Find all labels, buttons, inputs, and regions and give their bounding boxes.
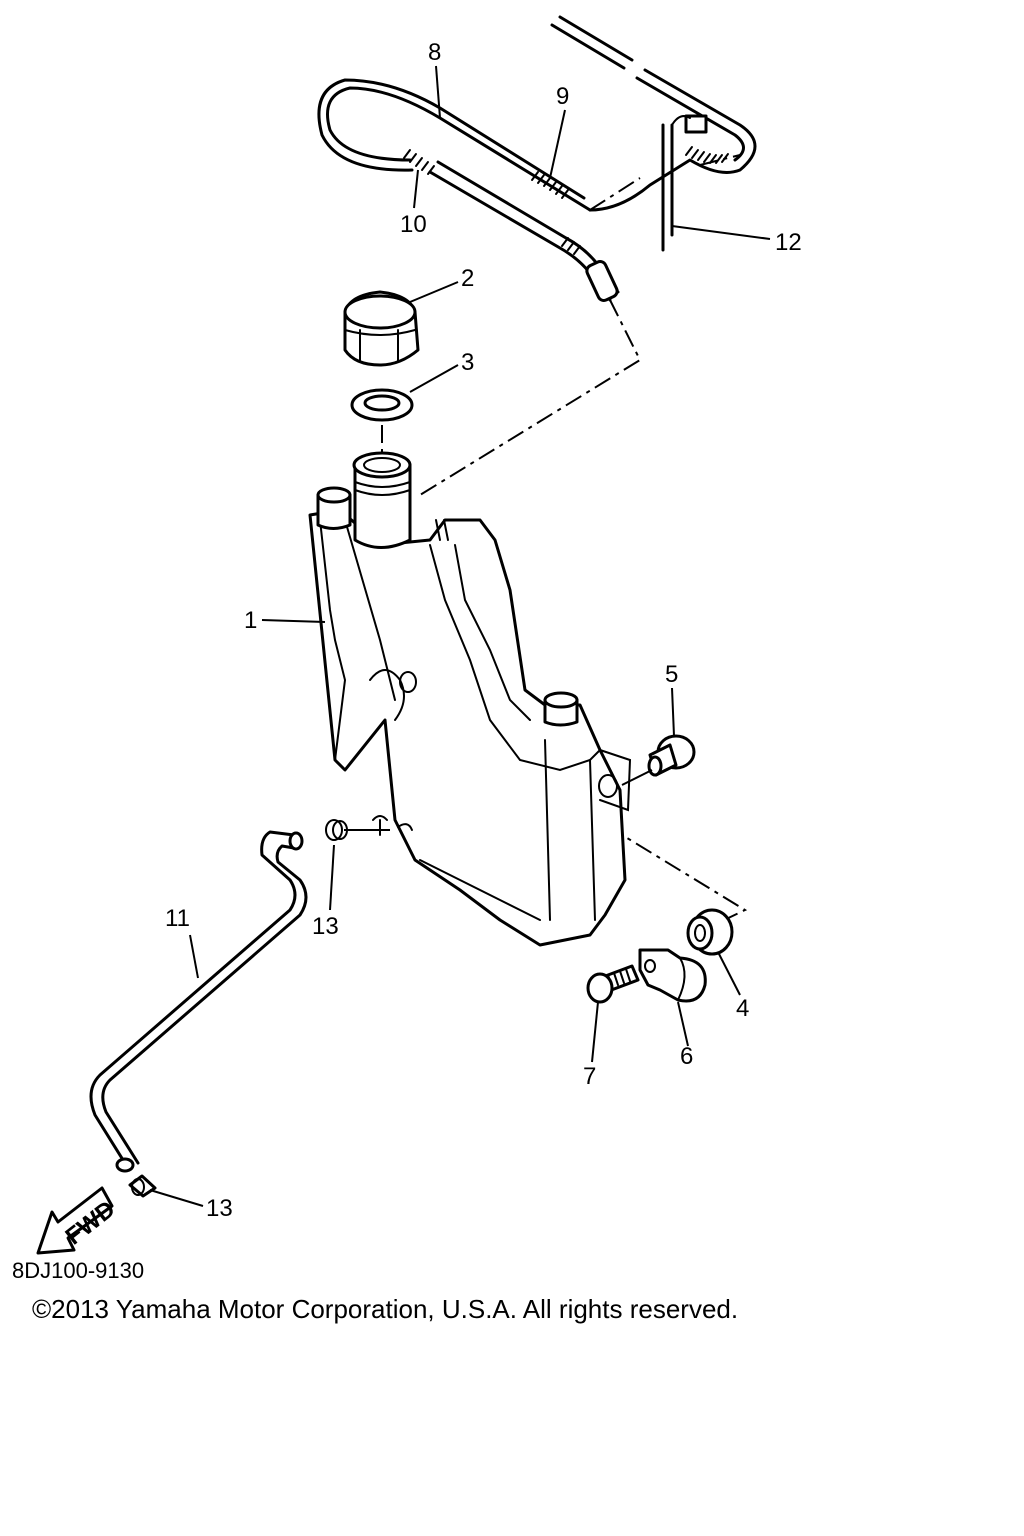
leader-lines <box>149 65 771 1207</box>
grommet-4[interactable] <box>686 908 734 956</box>
forward-arrow-icon: FWD <box>36 1186 120 1255</box>
spring-clamp-9[interactable] <box>531 171 569 199</box>
callout-13-lower: 13 <box>206 1195 233 1222</box>
callout-2: 2 <box>461 265 474 292</box>
callout-5: 5 <box>665 661 678 688</box>
callout-9: 9 <box>556 83 569 110</box>
copyright-notice: ©2013 Yamaha Motor Corporation, U.S.A. A… <box>32 1294 739 1324</box>
gasket-3[interactable] <box>350 388 414 422</box>
tank-cap-2[interactable] <box>343 290 420 367</box>
callout-11: 11 <box>165 905 190 932</box>
callout-13-upper: 13 <box>312 913 339 940</box>
callout-8: 8 <box>428 39 441 66</box>
breather-hose-8[interactable] <box>317 15 757 212</box>
callout-6: 6 <box>680 1043 693 1070</box>
callout-labels: 1 2 3 4 5 6 7 8 9 10 11 12 13 13 <box>165 39 802 1222</box>
callout-7: 7 <box>583 1063 596 1090</box>
bolt-7[interactable] <box>586 964 640 1004</box>
bracket-6[interactable] <box>638 948 707 1003</box>
callout-10: 10 <box>400 211 427 238</box>
callout-1: 1 <box>244 607 257 634</box>
overflow-hose-11[interactable] <box>89 830 308 1173</box>
hose-clamp-13-lower[interactable] <box>128 1174 157 1198</box>
callout-12: 12 <box>775 229 802 256</box>
hose-clamp-13-upper[interactable] <box>325 819 348 841</box>
callout-3: 3 <box>461 349 474 376</box>
bolt-5[interactable] <box>621 734 696 786</box>
reservoir-tank-1[interactable] <box>308 451 632 947</box>
hose-10[interactable] <box>403 149 620 302</box>
drawing-code: 8DJ100-9130 <box>12 1258 145 1283</box>
callout-4: 4 <box>736 995 749 1022</box>
guide-line-hose <box>419 299 642 496</box>
cable-tie-12[interactable] <box>661 114 729 252</box>
